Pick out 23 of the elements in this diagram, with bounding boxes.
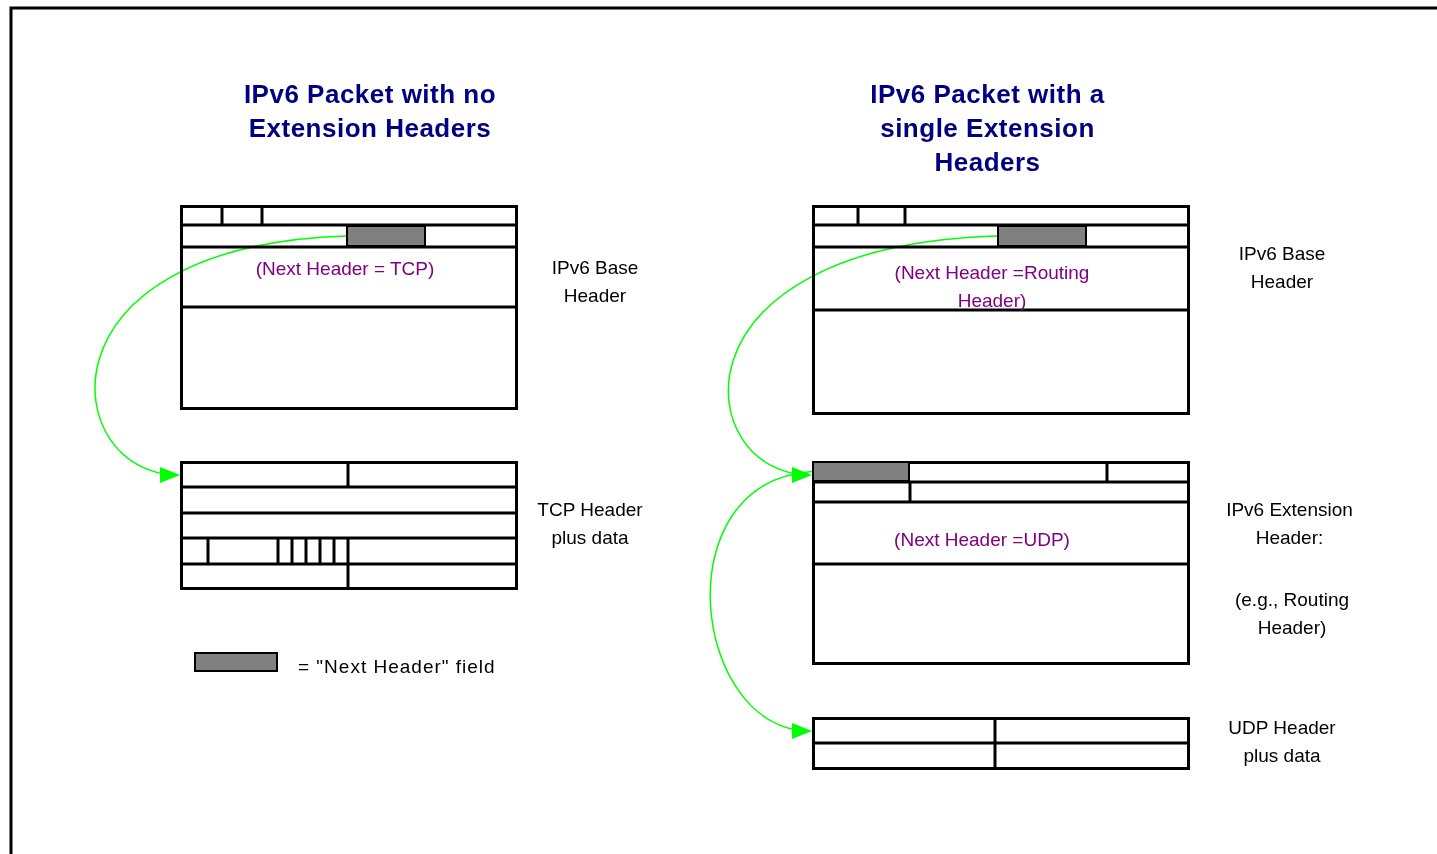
header-caption: TCP Header plus data bbox=[536, 498, 644, 550]
header-caption: IPv6 Extension Header: bbox=[1225, 498, 1354, 550]
header-caption: (e.g., Routing Header) bbox=[1233, 588, 1351, 640]
header-caption: IPv6 Base Header bbox=[550, 256, 640, 308]
section-heading: IPv6 Packet with no Extension Headers bbox=[242, 78, 498, 145]
field-label: (Next Header =Routing Header) bbox=[893, 261, 1091, 313]
next-header-field bbox=[346, 225, 426, 247]
field-label: (Next Header = TCP) bbox=[254, 257, 436, 281]
field-label: (Next Header =UDP) bbox=[893, 528, 1071, 552]
legend-text: = "Next Header" field bbox=[298, 656, 496, 678]
arrow bbox=[94, 235, 347, 480]
arrow bbox=[727, 235, 998, 480]
arrow bbox=[709, 470, 813, 736]
header-box bbox=[812, 205, 1190, 415]
header-box bbox=[180, 205, 518, 410]
header-box bbox=[812, 461, 1190, 665]
header-box bbox=[180, 461, 518, 590]
header-caption: IPv6 Base Header bbox=[1237, 242, 1327, 294]
next-header-field bbox=[812, 461, 910, 482]
header-box bbox=[812, 717, 1190, 770]
header-caption: UDP Header plus data bbox=[1227, 716, 1337, 768]
next-header-field bbox=[997, 225, 1087, 247]
section-heading: IPv6 Packet with a single Extension Headers bbox=[869, 78, 1106, 179]
